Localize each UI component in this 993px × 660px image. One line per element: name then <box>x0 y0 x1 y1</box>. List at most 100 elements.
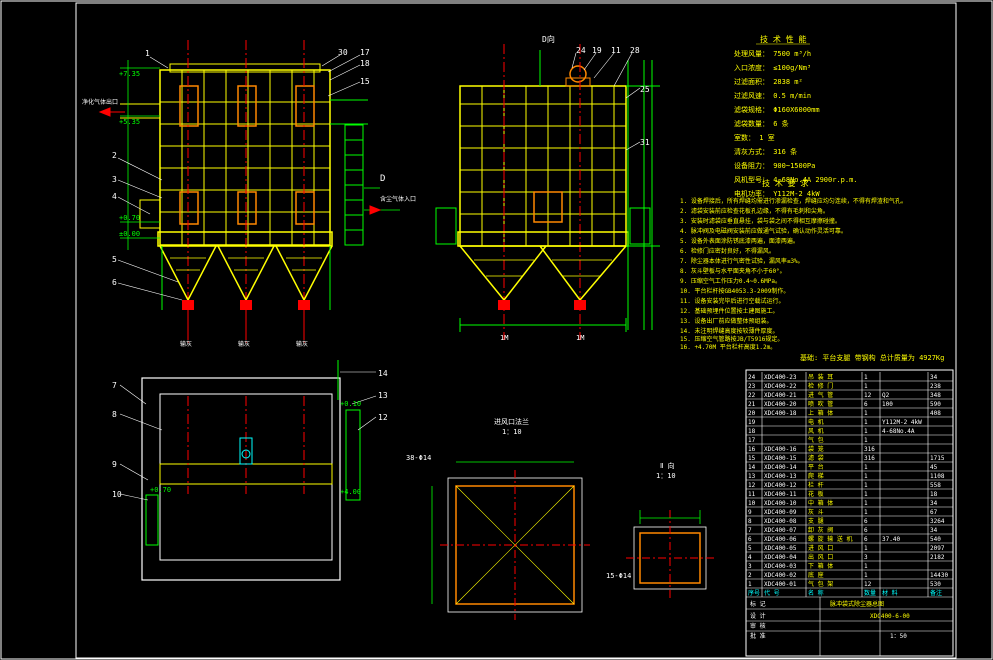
bom-cell-code: XDC400-16 <box>764 446 797 453</box>
mark-10: 10 <box>112 490 122 499</box>
mark-13: 13 <box>378 391 388 400</box>
bom-cell-name: 气 包 <box>808 436 824 444</box>
bom-cell-material: Y112M-2 4kW <box>882 419 922 426</box>
tech-specs-title: 技 术 性 能 <box>760 34 806 44</box>
mark-8: 8 <box>112 410 117 419</box>
title-block-drawing-name: 脉冲袋式除尘器总图 <box>830 600 884 608</box>
bom-cell-no: 12 <box>748 482 756 489</box>
note-line: 15. 压缩空气管路按JB/T5916规定。 <box>680 335 783 343</box>
right-inlet-note: 含尘气体入口 <box>380 195 416 203</box>
spec-line: 入口浓度： ≤100g/Nm³ <box>734 63 811 72</box>
bom-header-cell: 序号 <box>748 589 760 597</box>
bom-cell-code: XDC400-20 <box>764 401 797 408</box>
spec-line: 滤袋规格： Φ160X6000mm <box>734 105 820 114</box>
bom-cell-qty: 316 <box>864 455 875 462</box>
bom-cell-code: XDC400-11 <box>764 491 797 498</box>
bom-cell-remark: 34 <box>930 500 938 507</box>
bom-cell-no: 22 <box>748 392 756 399</box>
bom-cell-remark: 408 <box>930 410 941 417</box>
bom-cell-qty: 1 <box>864 383 868 390</box>
title-block-label: 批 准 <box>750 632 766 640</box>
bom-cell-no: 14 <box>748 464 756 471</box>
bom-cell-qty: 6 <box>864 518 868 525</box>
bom-cell-remark: 1108 <box>930 473 945 480</box>
bom-cell-qty: 1 <box>864 491 868 498</box>
bom-cell-name: 风 机 <box>808 427 824 435</box>
bom-cell-name: 喷 吹 管 <box>808 400 833 408</box>
bom-cell-name: 底 座 <box>808 571 824 579</box>
title-block-label: 审 核 <box>750 622 766 630</box>
title-block-drawing-no: XDC400-6-00 <box>870 613 910 620</box>
note-line: 10. 平台栏杆按GB4053.3-2009制作。 <box>680 287 789 295</box>
bom-cell-code: XDC400-15 <box>764 455 797 462</box>
bom-cell-no: 19 <box>748 419 756 426</box>
bom-cell-name: 爬 梯 <box>808 472 824 480</box>
bom-cell-remark: 34 <box>930 527 938 534</box>
note-line: 7. 除尘器本体进行气密性试验，漏风率≤3%。 <box>680 257 804 265</box>
bom-cell-name: 螺 旋 输 送 机 <box>808 535 852 543</box>
bottom-dim-1: 1M <box>500 334 508 342</box>
bom-cell-no: 21 <box>748 401 756 408</box>
elev-label-7: +4.00 <box>340 488 361 496</box>
mark-28: 28 <box>630 46 640 55</box>
spec-line: 设备阻力： 900~1500Pa <box>734 161 815 170</box>
bom-cell-no: 7 <box>748 527 752 534</box>
bom-cell-name: 卸 灰 阀 <box>808 526 833 534</box>
small-title: Ⅱ 向 <box>660 461 675 470</box>
tech-notes-block: 技 术 要 求 1. 设备焊接后，所有焊缝均需进行渗漏检查，焊缝应均匀连续，不得… <box>680 178 907 351</box>
bom-cell-qty: 1 <box>864 572 868 579</box>
bom-cell-name: 支 腿 <box>808 517 824 525</box>
flange-scale: 1：10 <box>502 428 522 436</box>
side-top-label: D向 <box>542 34 555 44</box>
bom-header-cell: 名 称 <box>808 589 824 597</box>
bom-cell-name: 电 机 <box>808 418 824 426</box>
side-part-marks: D向 24 19 11 28 25 31 1M 1M <box>500 34 650 342</box>
bom-cell-qty: 1 <box>864 500 868 507</box>
mark-30: 30 <box>338 48 348 57</box>
bom-cell-code: XDC400-05 <box>764 545 797 552</box>
bom-cell-code: XDC400-14 <box>764 464 797 471</box>
bom-cell-no: 20 <box>748 410 756 417</box>
bottom-dim-2: 1M <box>576 334 584 342</box>
tech-specs-block: 技 术 性 能 处理风量： 7500 m³/h 入口浓度： ≤100g/Nm³ … <box>734 34 858 198</box>
bom-cell-remark: 67 <box>930 509 938 516</box>
bom-cell-name: 袋 笼 <box>808 445 824 453</box>
bom-cell-name: 花 板 <box>808 490 824 498</box>
mark-15: 15 <box>360 77 370 86</box>
bom-cell-code: XDC400-04 <box>764 554 797 561</box>
note-line: 9. 压缩空气工作压力0.4~0.6MPa。 <box>680 277 781 285</box>
side-elevation <box>435 44 660 340</box>
elev-label-3: +0.70 <box>119 214 140 222</box>
elev-label-4: ±0.00 <box>119 230 140 238</box>
bom-cell-no: 24 <box>748 374 756 381</box>
flange-title: 进风口法兰 <box>494 417 529 426</box>
note-line: 12. 基础预埋件位置按土建图施工。 <box>680 307 778 315</box>
note-line: 2. 滤袋安装前应检查花板孔边缘，不得有毛刺和尖角。 <box>680 207 829 215</box>
note-line: 8. 灰斗壁板与水平面夹角不小于60°。 <box>680 267 786 275</box>
mark-17: 17 <box>360 48 370 57</box>
spec-line: 清灰方式： 316 条 <box>734 147 797 156</box>
bom-cell-code: XDC400-06 <box>764 536 797 543</box>
bom-cell-qty: 1 <box>864 419 868 426</box>
title-block-label: 设 计 <box>750 612 766 620</box>
bom-cell-code: XDC400-01 <box>764 581 797 588</box>
spec-line: 风机型号： 4-68No.4A 2900r.p.m. <box>734 175 858 184</box>
bom-cell-qty: 6 <box>864 527 868 534</box>
bom-cell-name: 上 箱 体 <box>808 409 833 417</box>
note-line: 1. 设备焊接后，所有焊缝均需进行渗漏检查，焊缝应均匀连续，不得有焊渣和气孔。 <box>680 197 907 205</box>
bom-header-cell: 代 号 <box>764 589 780 597</box>
flow-label-3: 输灰 <box>296 340 308 348</box>
bom-cell-no: 17 <box>748 437 756 444</box>
bom-header-cell: 材 料 <box>882 589 898 597</box>
bom-cell-name: 中 箱 体 <box>808 499 833 507</box>
bom-header-cell: 备注 <box>930 589 942 597</box>
bom-cell-qty: 6 <box>864 536 868 543</box>
mark-2: 2 <box>112 151 117 160</box>
plan-view <box>119 360 377 581</box>
bom-cell-qty: 12 <box>864 581 872 588</box>
bom-header-cell: 数量 <box>864 589 876 597</box>
spec-line: 过滤面积： 2838 m² <box>734 77 803 86</box>
bom-cell-qty: 1 <box>864 428 868 435</box>
